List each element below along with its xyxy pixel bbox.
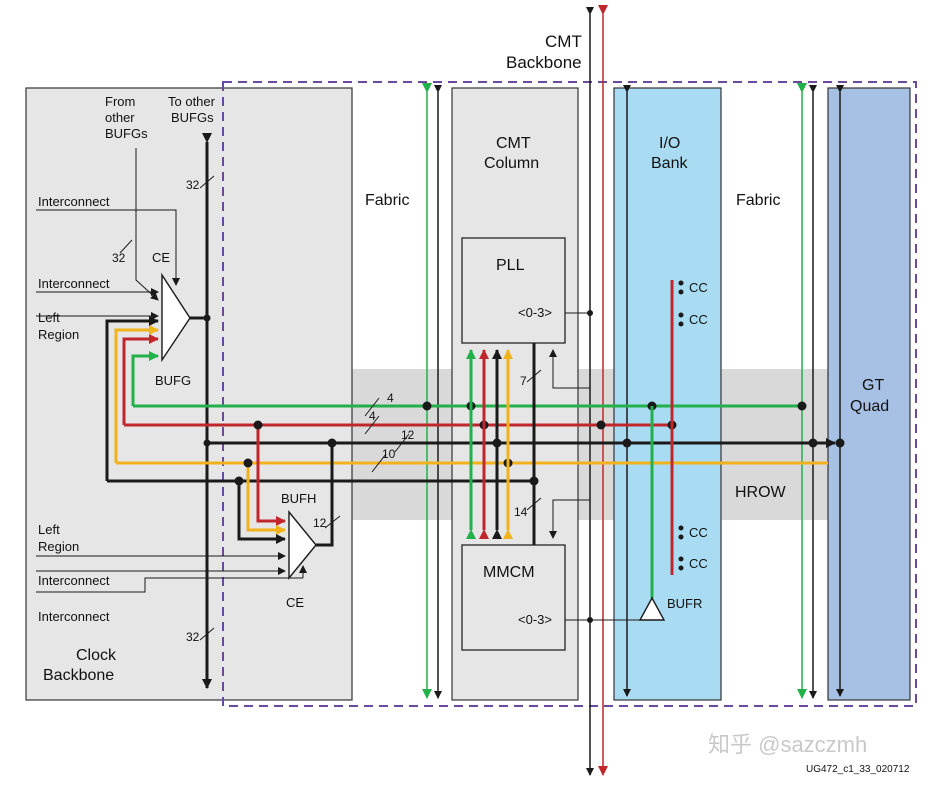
bufg-interconnect-input: [36, 209, 180, 286]
to-other-bufgs-2: BUFGs: [171, 110, 214, 125]
left-region-label-2b: Region: [38, 539, 79, 554]
interconnect-label-3: Interconnect: [38, 573, 110, 588]
io-bank-label-2: Bank: [651, 155, 688, 172]
io-bank-panel: [613, 87, 722, 701]
clock-region-outline: [222, 81, 917, 707]
bufh-feed-black: [237, 481, 286, 544]
left-region-label-1b: Region: [38, 327, 79, 342]
cmt-column-label-2: Column: [484, 155, 539, 172]
mmcm-output-label: <0-3>: [518, 612, 552, 627]
pll-mmcm-clocks: [466, 343, 536, 545]
cmt-column-label-1: CMT: [496, 135, 531, 152]
bufg-symbol: [161, 272, 191, 363]
bufg-from-other-input: [135, 148, 159, 301]
pll-block: [461, 237, 566, 344]
bus-width-32-top: 32: [186, 178, 200, 192]
bufh-label: BUFH: [281, 491, 316, 506]
bufr-symbol: [638, 596, 666, 621]
bus-width-4-b: 4: [369, 409, 376, 423]
bufr-label: BUFR: [667, 596, 702, 611]
cc-label-3: CC: [689, 525, 708, 540]
bus-width-7: 7: [520, 374, 527, 388]
fabric-left-arrows: [422, 83, 442, 699]
interconnect-label-4: Interconnect: [38, 609, 110, 624]
interconnect-label-2: Interconnect: [38, 276, 110, 291]
ce-bottom-label: CE: [286, 595, 304, 610]
cmt-backbone-label-1: CMT: [545, 32, 582, 51]
left-region-label-2a: Left: [38, 522, 60, 537]
gt-quad-label-1: GT: [862, 377, 884, 394]
gt-quad-label-2: Quad: [850, 398, 889, 415]
bufh-symbol: [288, 510, 317, 580]
figure-id: UG472_c1_33_020712: [806, 764, 910, 775]
hrow-label: HROW: [735, 484, 787, 501]
left-region-label-1a: Left: [38, 310, 60, 325]
clock-backbone-label-2: Backbone: [43, 667, 114, 684]
pll-label: PLL: [496, 257, 525, 274]
mmcm-label: MMCM: [483, 564, 535, 581]
to-other-bufgs-1: To other: [168, 94, 216, 109]
bufh-feed-red: [256, 425, 286, 526]
clock-backbone-panel: [25, 87, 353, 701]
bufg-feedback-red: [122, 334, 159, 425]
from-other-bufgs-2: other: [105, 110, 135, 125]
bufg-feedback-green: [131, 351, 159, 406]
interconnect-label-1: Interconnect: [38, 194, 110, 209]
fabric-right-label: Fabric: [736, 192, 780, 209]
bus-width-12-bufh: 12: [313, 516, 327, 530]
clock-backbone-label-1: Clock: [76, 647, 117, 664]
cmt-backbone-label-2: Backbone: [506, 53, 582, 72]
cc-label-1: CC: [689, 280, 708, 295]
bus-width-12-hrow: 12: [401, 428, 415, 442]
ce-top-label: CE: [152, 250, 170, 265]
fabric-left-label: Fabric: [365, 192, 409, 209]
pll-output-label: <0-3>: [518, 305, 552, 320]
bus-width-4-a: 4: [387, 391, 394, 405]
cc-label-2: CC: [689, 312, 708, 327]
bufh-output: [316, 443, 334, 547]
bufg-feedback-yellow: [114, 325, 159, 463]
bufh-feed-yellow: [246, 463, 286, 535]
mmcm-block: [461, 544, 566, 651]
bufh-ce-input: [36, 577, 303, 593]
bus-width-32-bottom: 32: [186, 630, 200, 644]
bus-width-14: 14: [514, 505, 528, 519]
cc-label-4: CC: [689, 556, 708, 571]
bufg-label: BUFG: [155, 373, 191, 388]
from-other-bufgs-1: From: [105, 94, 135, 109]
watermark: 知乎 @sazczmh: [708, 732, 867, 757]
bufg-feedback-black: [105, 316, 159, 481]
cc-pins: [678, 280, 684, 571]
io-bank-label-1: I/O: [659, 135, 680, 152]
bus-width-10: 10: [382, 447, 396, 461]
from-other-bufgs-3: BUFGs: [105, 126, 148, 141]
bus-width-32-ce: 32: [112, 251, 126, 265]
fabric-right-arrows: [797, 83, 817, 699]
